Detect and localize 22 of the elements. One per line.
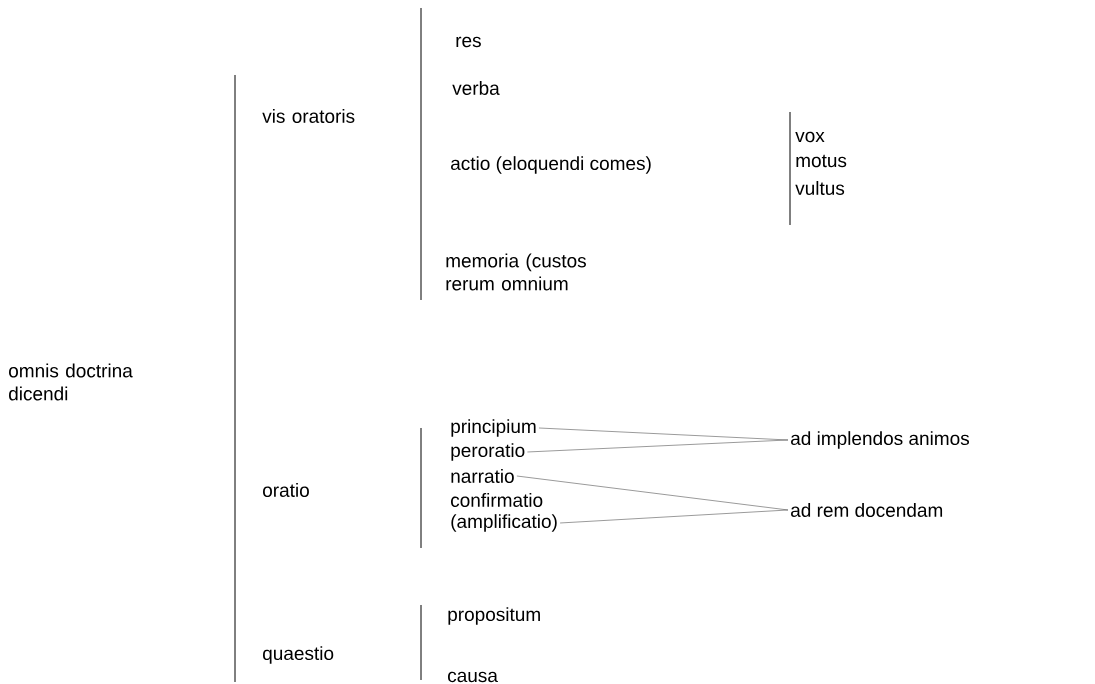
text-label: quaestio: [263, 646, 334, 664]
text-label: oratio: [263, 483, 309, 497]
text-label: ad rem docendam: [791, 503, 943, 517]
text-label: propositum: [448, 607, 540, 625]
text-label: omnis doctrina dicendi: [9, 363, 133, 401]
text-label: res: [456, 36, 481, 48]
text-label: ad implendos animos: [791, 431, 969, 449]
text-label: motus: [796, 154, 847, 168]
text-label: verba: [452, 81, 500, 95]
text-label: vis oratoris: [262, 109, 355, 123]
text-label: vultus: [795, 181, 845, 195]
text-label: memoria (custos rerum omnium: [446, 253, 586, 291]
text-label: peroratio: [451, 443, 525, 461]
text-label: actio (eloquendi comes): [451, 156, 651, 174]
text-label: vox: [795, 131, 825, 143]
text-label: (amplificatio): [451, 514, 557, 532]
text-label: narratio: [451, 469, 514, 483]
connector-line: [559, 509, 789, 524]
text-label: causa: [448, 671, 498, 683]
text-label: confirmatio: [451, 493, 543, 507]
connector-line: [527, 439, 789, 453]
text-label: principium: [451, 419, 536, 437]
